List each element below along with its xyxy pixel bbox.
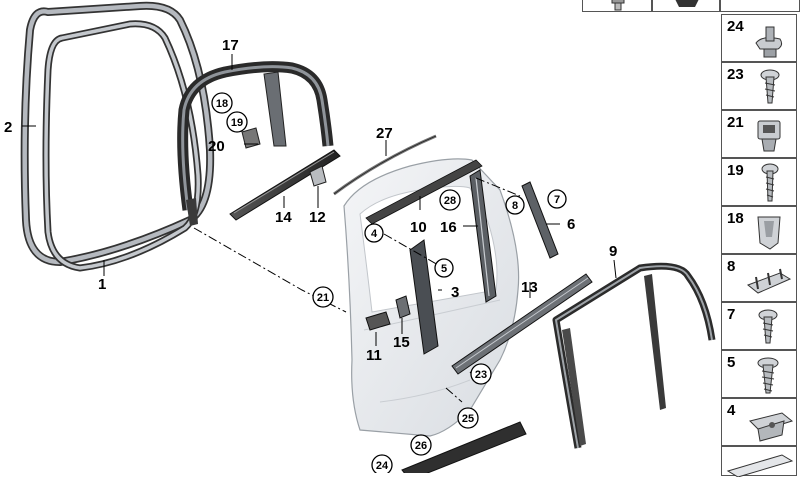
clip-nut-icon xyxy=(755,26,783,58)
svg-text:25: 25 xyxy=(462,413,474,425)
door-seal-inner xyxy=(42,20,202,272)
callout-3: 3 xyxy=(451,284,459,301)
part-cell-21[interactable]: 21 xyxy=(721,110,797,158)
callout-20: 20 xyxy=(208,138,225,155)
screw-icon xyxy=(758,309,778,344)
part-cell-19[interactable]: 19 xyxy=(721,158,797,206)
circle-callout-19: 19 xyxy=(226,111,248,133)
circle-callout-4: 4 xyxy=(364,223,384,243)
callout-27: 27 xyxy=(376,125,393,142)
part-number: 18 xyxy=(727,210,744,227)
callout-15: 15 xyxy=(393,334,410,351)
top-cell-middle xyxy=(652,0,720,12)
corner-strip xyxy=(521,181,559,259)
part-number: 23 xyxy=(727,66,744,83)
window-frame-trim xyxy=(177,61,334,226)
callout-1: 1 xyxy=(98,276,106,293)
svg-text:18: 18 xyxy=(216,98,228,110)
circle-callout-25: 25 xyxy=(457,407,479,429)
part-number: 8 xyxy=(727,258,736,275)
cap-icon xyxy=(675,0,699,7)
callout-10: 10 xyxy=(410,219,427,236)
part-cell-7[interactable]: 7 xyxy=(721,302,797,350)
callout-12: 12 xyxy=(309,209,326,226)
part-number: 21 xyxy=(727,114,744,131)
outer-window-frame xyxy=(552,262,716,449)
circle-callout-24: 24 xyxy=(371,454,393,473)
clip-icon xyxy=(757,216,781,250)
circle-callout-21: 21 xyxy=(312,286,334,308)
bracket-clip-icon xyxy=(747,268,792,294)
svg-text:28: 28 xyxy=(444,195,456,207)
callout-6: 6 xyxy=(567,216,575,233)
sill-strip xyxy=(401,421,527,473)
circle-callout-5: 5 xyxy=(434,258,454,278)
handle-bracket xyxy=(365,311,391,331)
part-number: 7 xyxy=(727,306,736,323)
expanding-nut-icon xyxy=(757,120,781,152)
part-number: 5 xyxy=(727,354,736,371)
channel-strip xyxy=(229,149,341,221)
lock-piece xyxy=(395,295,411,319)
circle-callout-28: 28 xyxy=(439,189,461,211)
part-number: 19 xyxy=(727,162,744,179)
screw-icon xyxy=(761,163,779,202)
window-channel xyxy=(469,169,497,303)
svg-text:8: 8 xyxy=(512,200,518,212)
part-number: 4 xyxy=(727,402,736,419)
callout-17: 17 xyxy=(222,37,239,54)
top-parts-row xyxy=(582,0,800,12)
part-cell-bottom[interactable] xyxy=(721,446,797,477)
svg-text:26: 26 xyxy=(415,440,427,452)
svg-text:7: 7 xyxy=(554,194,560,206)
circle-callout-26: 26 xyxy=(410,434,432,456)
part-cell-24[interactable]: 24 xyxy=(721,14,797,62)
circle-callout-7: 7 xyxy=(547,189,567,209)
callout-14: 14 xyxy=(275,209,292,226)
callout-2: 2 xyxy=(4,119,12,136)
parts-panel: 24 23 21 19 18 xyxy=(721,0,800,477)
callout-11: 11 xyxy=(366,347,382,364)
screw-icon xyxy=(757,357,779,394)
part-number: 24 xyxy=(727,18,744,35)
callout-16: 16 xyxy=(440,219,457,236)
door-seal-outer xyxy=(20,1,215,266)
part-cell-4[interactable]: 4 xyxy=(721,398,797,446)
callout-9: 9 xyxy=(609,243,617,260)
svg-text:23: 23 xyxy=(475,369,487,381)
svg-text:21: 21 xyxy=(317,292,329,304)
circle-callout-23: 23 xyxy=(470,363,492,385)
part-cell-5[interactable]: 5 xyxy=(721,350,797,398)
callout-13: 13 xyxy=(521,279,538,296)
part-cell-18[interactable]: 18 xyxy=(721,206,797,254)
clip-nut-icon xyxy=(749,412,794,442)
svg-text:19: 19 xyxy=(231,117,243,129)
screw-icon xyxy=(760,69,780,104)
part-cell-8[interactable]: 8 xyxy=(721,254,797,302)
part-cell-23[interactable]: 23 xyxy=(721,62,797,110)
pillar-trim xyxy=(409,239,439,355)
cover-cap xyxy=(241,127,261,149)
circle-callout-8: 8 xyxy=(505,195,525,215)
clip-piece xyxy=(309,165,327,187)
circle-callout-18: 18 xyxy=(211,92,233,114)
svg-text:5: 5 xyxy=(441,263,447,275)
svg-text:24: 24 xyxy=(376,460,389,472)
svg-text:4: 4 xyxy=(371,228,378,240)
belt-moulding xyxy=(451,273,593,375)
top-cell-left xyxy=(582,0,652,12)
belt-strip xyxy=(365,159,483,225)
small-screw-icon xyxy=(611,0,625,11)
